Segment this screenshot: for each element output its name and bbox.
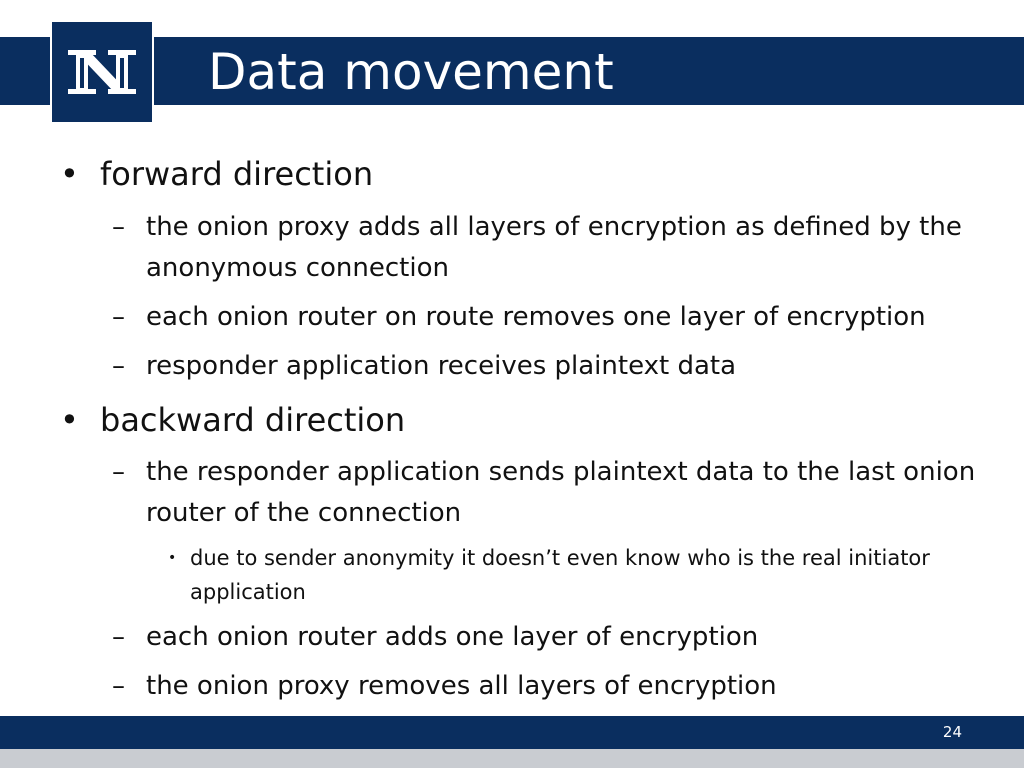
sub-bullet-text: each onion router on route removes one l… (146, 302, 926, 332)
sub-bullet-forward-1: – the onion proxy adds all layers of enc… (112, 207, 986, 289)
small-bullet-dot-icon: • (168, 550, 177, 566)
nevada-n-logo-icon (68, 50, 136, 94)
sub-bullet-forward-2: – each onion router on route removes one… (112, 297, 986, 338)
sub-sub-bullet-backward-1: • due to sender anonymity it doesn’t eve… (168, 541, 950, 609)
slide-content: • forward direction – the onion proxy ad… (60, 154, 986, 707)
dash-icon: – (112, 622, 125, 652)
footer-bar: 24 (0, 716, 1024, 749)
dash-icon: – (112, 212, 125, 242)
sub-bullet-text: each onion router adds one layer of encr… (146, 622, 759, 652)
dash-icon: – (112, 457, 125, 487)
sub-bullet-backward-1: – the responder application sends plaint… (112, 452, 986, 534)
sub-bullet-text: the onion proxy adds all layers of encry… (146, 212, 962, 283)
bullet-dot-icon: • (60, 155, 79, 193)
university-logo (50, 20, 154, 124)
dash-icon: – (112, 351, 125, 381)
sub-bullet-text: the responder application sends plaintex… (146, 457, 976, 528)
sub-bullet-text: the onion proxy removes all layers of en… (146, 671, 777, 701)
title-bar (0, 37, 1024, 105)
bullet-forward: • forward direction (60, 154, 374, 194)
dash-icon: – (112, 671, 125, 701)
dash-icon: – (112, 302, 125, 332)
sub-bullet-backward-2: – each onion router adds one layer of en… (112, 617, 986, 658)
sub-sub-bullet-text: due to sender anonymity it doesn’t even … (190, 546, 930, 604)
bullet-forward-text: forward direction (100, 155, 374, 193)
sub-bullet-forward-3: – responder application receives plainte… (112, 346, 986, 387)
bullet-backward-text: backward direction (100, 401, 406, 439)
sub-bullet-backward-3: – the onion proxy removes all layers of … (112, 666, 986, 707)
slide-title: Data movement (208, 43, 614, 101)
page-number: 24 (942, 723, 962, 741)
footer-strip (0, 749, 1024, 768)
sub-bullet-text: responder application receives plaintext… (146, 351, 737, 381)
bullet-dot-icon: • (60, 401, 79, 439)
bullet-backward: • backward direction (60, 400, 406, 440)
